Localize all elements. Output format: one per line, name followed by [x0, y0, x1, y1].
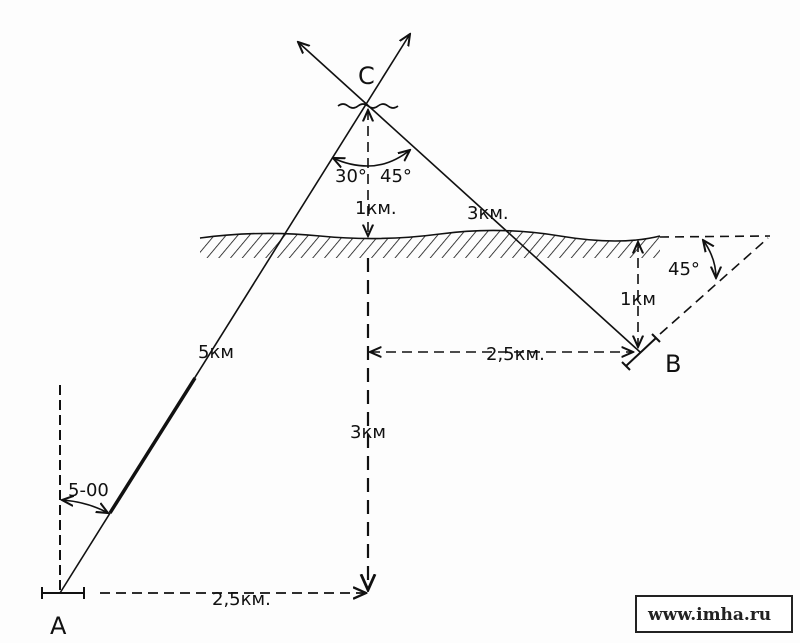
- angle-30-label: 30°: [335, 166, 367, 187]
- dist-b-ground-label: 1км: [620, 289, 656, 310]
- point-c-label: C: [358, 62, 375, 90]
- dist-horizontal-b-label: 2,5км.: [486, 344, 545, 365]
- azimuth-a-label: 5-00: [68, 480, 109, 501]
- azimuth-arc-a: [62, 500, 108, 513]
- ground-line: [199, 229, 661, 242]
- dist-c-ground-label: 1км.: [355, 198, 397, 219]
- dist-vertical-label: 3км: [350, 422, 386, 443]
- dist-c-b-label: 3км.: [467, 203, 509, 224]
- b-marker: [625, 337, 657, 367]
- ground-hatch: [200, 230, 660, 258]
- dist-a-c-label: 5км: [198, 342, 234, 363]
- line-a-c-bold: [108, 377, 197, 514]
- point-b-label: B: [665, 350, 681, 378]
- angle-arc-c: [333, 150, 410, 166]
- dist-horizontal-a-label: 2,5км.: [212, 589, 271, 610]
- line-b-c: [298, 42, 641, 353]
- ground-extension-dashed: [659, 235, 771, 238]
- watermark-text: www.imha.ru: [647, 605, 771, 625]
- angle-45-b-label: 45°: [668, 259, 700, 280]
- angle-arc-b: [703, 240, 716, 278]
- c-wavy-mark: [337, 103, 399, 109]
- watermark-box: [635, 595, 793, 633]
- diagonal-dashed-b: [659, 237, 769, 335]
- point-a-label: A: [50, 612, 67, 640]
- angle-45-c-label: 45°: [380, 166, 412, 187]
